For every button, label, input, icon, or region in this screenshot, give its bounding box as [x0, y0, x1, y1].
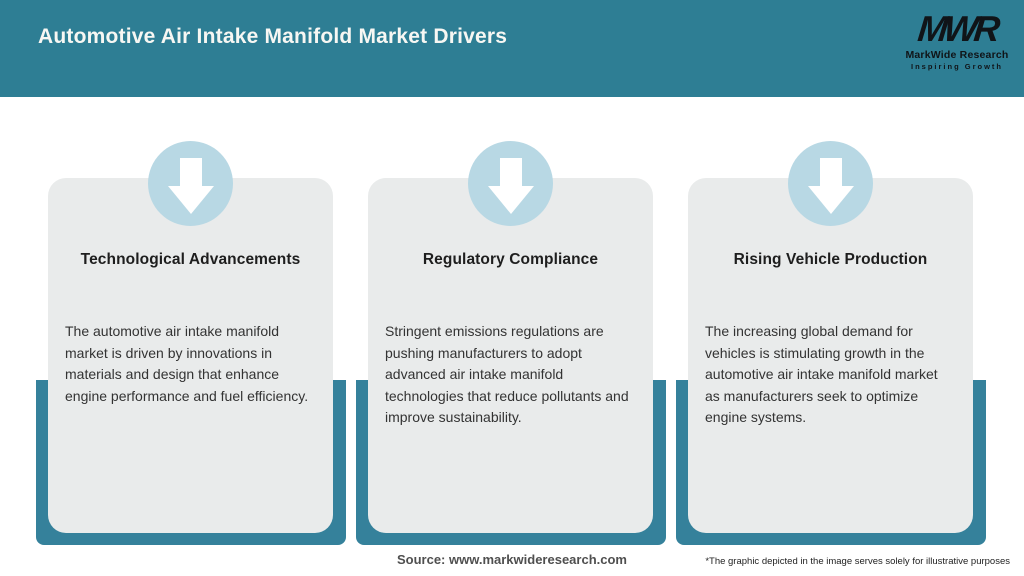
logo-acronym: MWR — [915, 8, 999, 49]
disclaimer-text: *The graphic depicted in the image serve… — [705, 556, 1010, 567]
driver-card: Technological Advancements The automotiv… — [48, 178, 333, 533]
card-heading: Regulatory Compliance — [422, 251, 599, 268]
icon-circle — [788, 141, 873, 226]
source-text: Source: www.markwideresearch.com — [396, 552, 627, 567]
logo-tagline: Inspiring Growth — [911, 62, 1003, 71]
driver-card: Rising Vehicle Production The increasing… — [688, 178, 973, 533]
card-body-text: The automotive air intake manifold marke… — [65, 323, 309, 404]
card-body-text: Stringent emissions regulations are push… — [385, 323, 629, 425]
icon-circle — [148, 141, 233, 226]
header-band: Automotive Air Intake Manifold Market Dr… — [0, 0, 1024, 97]
driver-card: Regulatory Compliance Stringent emission… — [368, 178, 653, 533]
down-arrow-icon — [807, 154, 854, 214]
icon-circle — [468, 141, 553, 226]
page-title: Automotive Air Intake Manifold Market Dr… — [38, 25, 508, 48]
card-body-text: The increasing global demand for vehicle… — [705, 323, 938, 425]
logo-company-name: MarkWide Research — [905, 49, 1009, 61]
down-arrow-icon — [167, 154, 214, 214]
card-heading: Technological Advancements — [80, 251, 301, 268]
card-heading: Rising Vehicle Production — [733, 251, 928, 268]
markwide-research-logo: MWR MarkWide Research Inspiring Growth — [902, 8, 1012, 71]
down-arrow-icon — [487, 154, 534, 214]
